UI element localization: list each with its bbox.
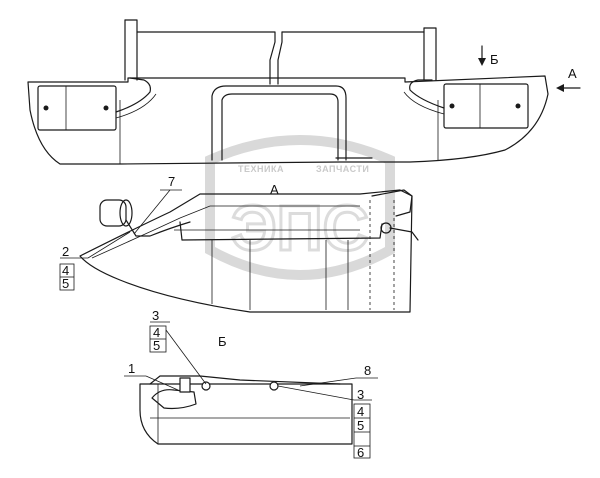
callout-numbers: 7 2 4 5 3 4 5 1 8 3 4 5 6 — [62, 174, 371, 460]
watermark-text-left: ТЕХНИКА — [238, 164, 284, 174]
view-a-body — [79, 189, 413, 313]
center-bracket-inner — [221, 93, 339, 161]
top-assembly: Б А — [27, 19, 581, 165]
left-lamp-bolt-icon — [103, 105, 109, 111]
bumper-body — [27, 75, 549, 165]
leader-3b — [277, 385, 355, 401]
left-lamp-wire-2 — [115, 93, 157, 119]
top-bar-left — [136, 31, 276, 85]
view-b-clamp-block — [179, 377, 191, 393]
view-a-body-line — [91, 205, 360, 259]
right-lamp-wire-2 — [403, 91, 445, 115]
view-a-title: А — [270, 182, 279, 197]
leader-8 — [299, 377, 357, 387]
right-lamp-wire — [409, 79, 445, 109]
view-a-arrow-label: А — [568, 66, 577, 81]
left-upright — [124, 19, 138, 81]
left-lamp-wire — [115, 77, 151, 113]
callout-4: 4 — [357, 404, 364, 419]
view-b-arrow-label: Б — [490, 52, 499, 67]
callout-5: 5 — [357, 418, 364, 433]
view-a-latch-rod — [389, 227, 419, 241]
callout-6: 6 — [357, 445, 364, 460]
watermark-logo: ЭПС — [231, 192, 369, 264]
view-a-rail — [179, 221, 383, 241]
callout-leaders — [59, 189, 378, 459]
watermark-shield-icon — [205, 135, 395, 280]
center-bracket-outer — [211, 85, 347, 161]
view-a-arrow-head-icon — [556, 84, 564, 92]
callout-5: 5 — [153, 338, 160, 353]
callout-2: 2 — [62, 244, 69, 259]
view-a-assembly: А — [79, 182, 419, 313]
view-a-wire — [125, 219, 191, 237]
view-b-bolt-icon — [201, 381, 211, 391]
view-a-latch — [371, 189, 413, 217]
view-b-mount-strip — [149, 375, 341, 385]
view-b-bolt-icon — [269, 381, 279, 391]
top-bar-joint — [277, 31, 283, 85]
right-upright — [423, 27, 437, 81]
view-b-assembly: Б — [139, 334, 353, 445]
leader-2 — [87, 231, 131, 259]
callout-4: 4 — [62, 263, 69, 278]
watermark-text-right: ЗАПЧАСТИ — [316, 164, 369, 174]
callout-3: 3 — [357, 387, 364, 402]
view-b-title: Б — [218, 334, 227, 349]
callout-3: 3 — [152, 308, 159, 323]
watermark: ТЕХНИКА ЗАПЧАСТИ ЭПС — [205, 135, 395, 280]
view-b-body — [139, 383, 353, 445]
left-lamp-bolt-icon — [43, 105, 49, 111]
right-lamp-bolt-icon — [515, 103, 521, 109]
leader-7 — [133, 189, 171, 235]
callout-5: 5 — [62, 276, 69, 291]
callout-4: 4 — [153, 325, 160, 340]
callout-7: 7 — [168, 174, 175, 189]
view-b-arrow-head-icon — [478, 58, 486, 66]
left-lamp-housing — [37, 85, 117, 131]
right-lamp-housing — [443, 83, 529, 129]
leader-1 — [145, 375, 179, 391]
view-b-clamp — [151, 389, 197, 410]
leader-3a — [165, 329, 207, 385]
view-a-lamp — [99, 199, 127, 227]
callout-1: 1 — [128, 361, 135, 376]
right-lamp-bolt-icon — [449, 103, 455, 109]
callout-8: 8 — [364, 363, 371, 378]
view-a-lamp-lens — [119, 199, 133, 227]
leader-3456-box — [353, 403, 371, 459]
